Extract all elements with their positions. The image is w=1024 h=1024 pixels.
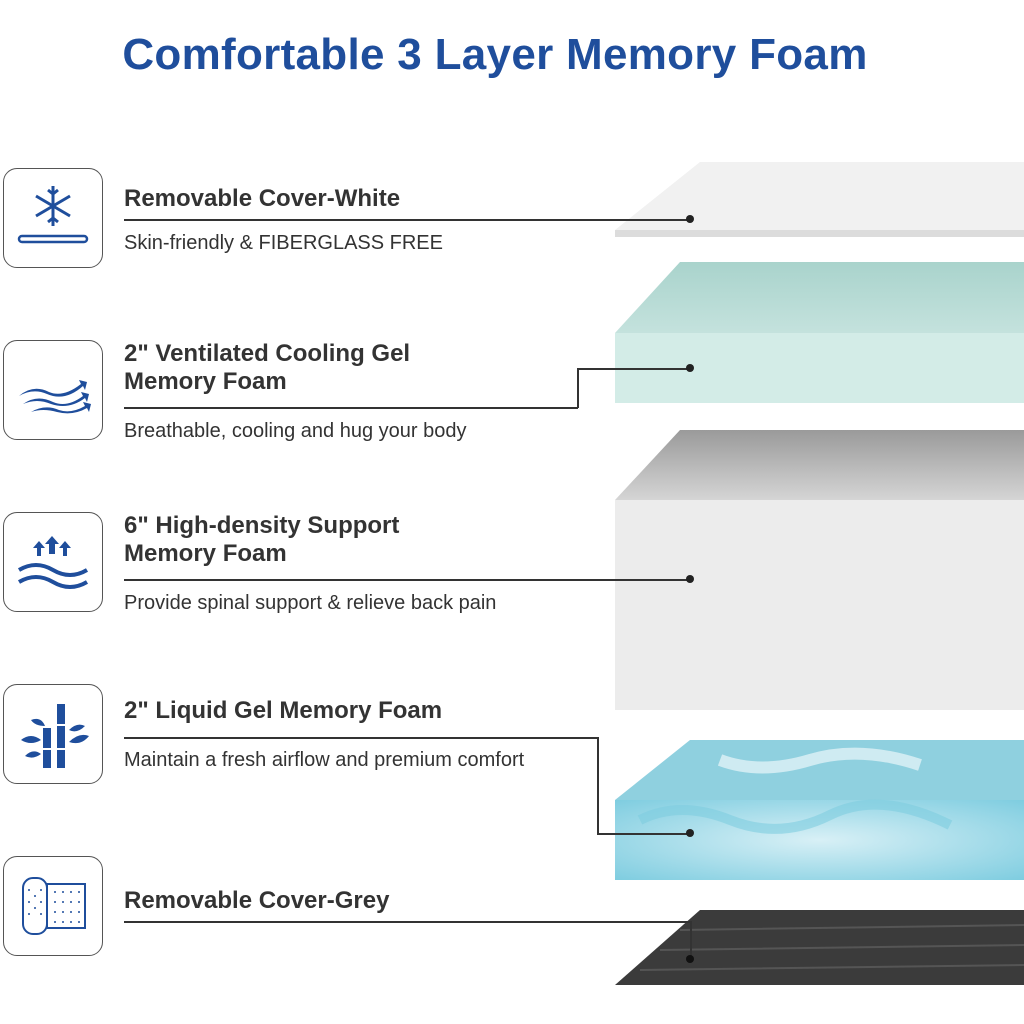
connector-line (577, 368, 690, 370)
airflow-icon (19, 380, 91, 414)
layer-subtext: Skin-friendly & FIBERGLASS FREE (124, 232, 443, 254)
snowflake-icon-box (3, 168, 103, 268)
layer-heading: 2" Liquid Gel Memory Foam (124, 697, 443, 724)
layer-liquid-gel (615, 740, 1024, 880)
wave-support-icon (17, 536, 89, 589)
page-title: Comfortable 3 Layer Memory Foam (122, 30, 868, 79)
connector-line (124, 219, 690, 221)
connector-line (597, 737, 599, 834)
connector-line (124, 737, 598, 739)
connector-line (124, 921, 690, 923)
bamboo-icon-box (3, 684, 103, 784)
fabric-roll-icon (22, 877, 86, 935)
airflow-icon-box (3, 340, 103, 440)
connector-line (577, 368, 579, 408)
heading-line: Memory Foam (124, 540, 287, 567)
connector-dot (686, 364, 694, 372)
fabric-roll-icon-box (3, 856, 103, 956)
heading-line: 6" High-density Support (124, 512, 400, 539)
connector-line (124, 407, 578, 409)
layer-subtext: Maintain a fresh airflow and premium com… (124, 749, 525, 771)
layer-subtext: Provide spinal support & relieve back pa… (124, 592, 497, 614)
layer-support-foam (615, 430, 1024, 710)
snowflake-icon (17, 186, 89, 244)
layer-subtext: Breathable, cooling and hug your body (124, 420, 467, 442)
connector-line (597, 833, 690, 835)
wave-support-icon-box (3, 512, 103, 612)
layer-heading: Removable Cover-Grey (124, 887, 390, 914)
connector-line (124, 579, 690, 581)
connector-dot (686, 215, 694, 223)
layer-cover-white (615, 162, 1024, 237)
connector-dot (686, 829, 694, 837)
layer-cover-grey (615, 910, 1024, 985)
heading-line: 2" Ventilated Cooling Gel (124, 340, 411, 367)
connector-dot (686, 575, 694, 583)
layer-heading: Removable Cover-White (124, 185, 401, 212)
heading-line: Memory Foam (124, 368, 287, 395)
mattress-layers-illustration (615, 162, 1024, 985)
connector-dot (686, 955, 694, 963)
layer-cooling-gel (615, 262, 1024, 403)
bamboo-icon (21, 704, 89, 768)
connector-line (690, 921, 692, 958)
